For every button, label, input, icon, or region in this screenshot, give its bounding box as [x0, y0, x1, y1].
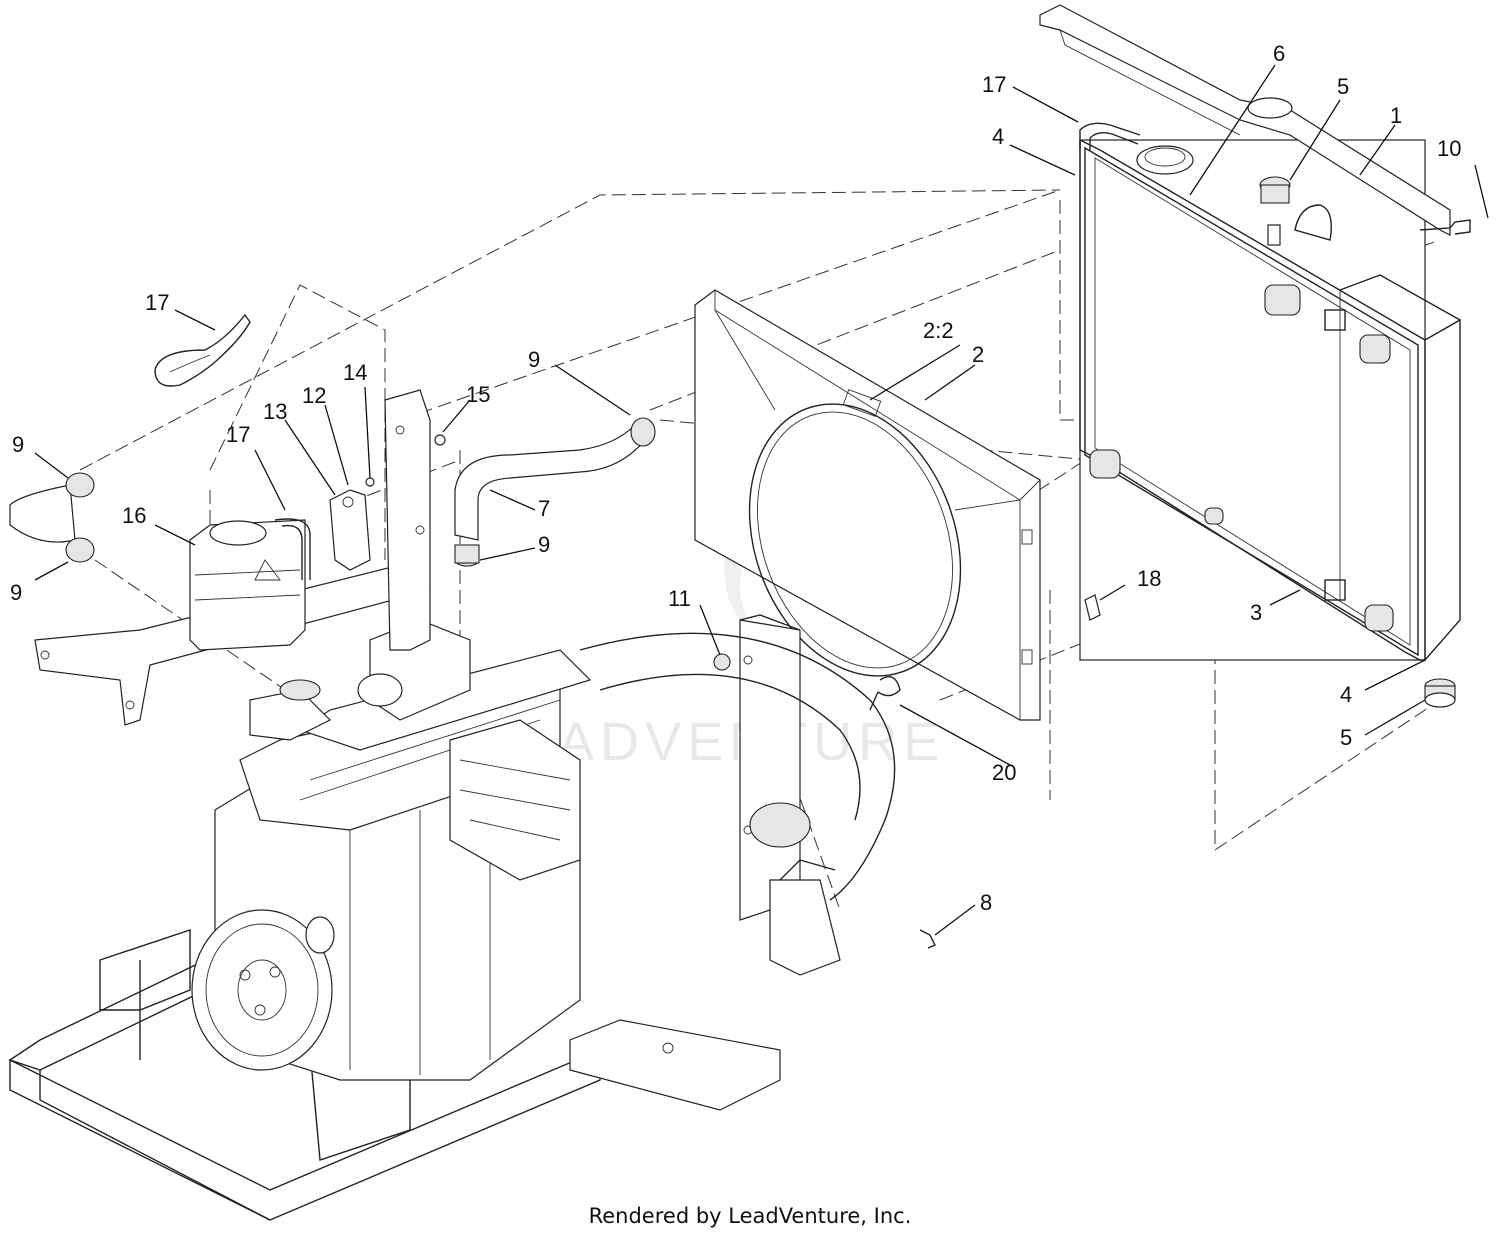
upper-hose — [454, 417, 656, 567]
bracket-12-13 — [329, 434, 446, 571]
callout-3: 3 — [1250, 600, 1262, 625]
overflow-hose-left — [154, 313, 251, 387]
callout-7: 7 — [538, 496, 550, 521]
coolant-tank — [189, 518, 311, 651]
callout-17-top-left: 17 — [145, 290, 169, 315]
footer-credit: Rendered by LeadVenture, Inc. — [588, 1204, 912, 1228]
callout-18: 18 — [1137, 566, 1161, 591]
callout-16: 16 — [122, 503, 146, 528]
callout-9-hose-top: 9 — [528, 347, 540, 372]
callout-17-tank: 17 — [226, 422, 250, 447]
callout-12: 12 — [302, 383, 326, 408]
fan-shroud — [694, 289, 1041, 721]
callout-2: 2 — [972, 342, 984, 367]
engine — [34, 559, 592, 1081]
callout-15: 15 — [466, 382, 490, 407]
callout-5-top: 5 — [1337, 74, 1349, 99]
frame-plate — [579, 614, 896, 976]
callout-9-hose-bottom: 9 — [538, 532, 550, 557]
callout-14: 14 — [343, 360, 367, 385]
callout-4-bottom: 4 — [1340, 682, 1352, 707]
callout-5-bottom: 5 — [1340, 725, 1352, 750]
callout-2-2: 2:2 — [923, 318, 954, 343]
callout-1: 1 — [1390, 103, 1402, 128]
callout-8: 8 — [980, 890, 992, 915]
bottom-bushing — [1424, 678, 1456, 708]
engine-bracket — [384, 389, 431, 651]
callout-10: 10 — [1437, 136, 1461, 161]
top-support-bar — [1039, 4, 1471, 246]
leader-lines — [34, 64, 1489, 936]
callout-9-left-top: 9 — [12, 432, 24, 457]
small-hardware — [713, 594, 1101, 949]
callout-9-left-bottom: 9 — [10, 580, 22, 605]
callouts: 1 10 5 6 17 4 2:2 2 3 4 5 18 20 11 8 9 9… — [10, 41, 1461, 915]
left-hose-parts — [9, 472, 95, 563]
callout-6: 6 — [1273, 41, 1285, 66]
radiator-assembly — [1079, 122, 1461, 661]
callout-13: 13 — [263, 399, 287, 424]
callout-4-top: 4 — [992, 124, 1004, 149]
callout-11: 11 — [668, 586, 691, 611]
callout-17-radiator: 17 — [982, 72, 1006, 97]
callout-20: 20 — [992, 760, 1016, 785]
